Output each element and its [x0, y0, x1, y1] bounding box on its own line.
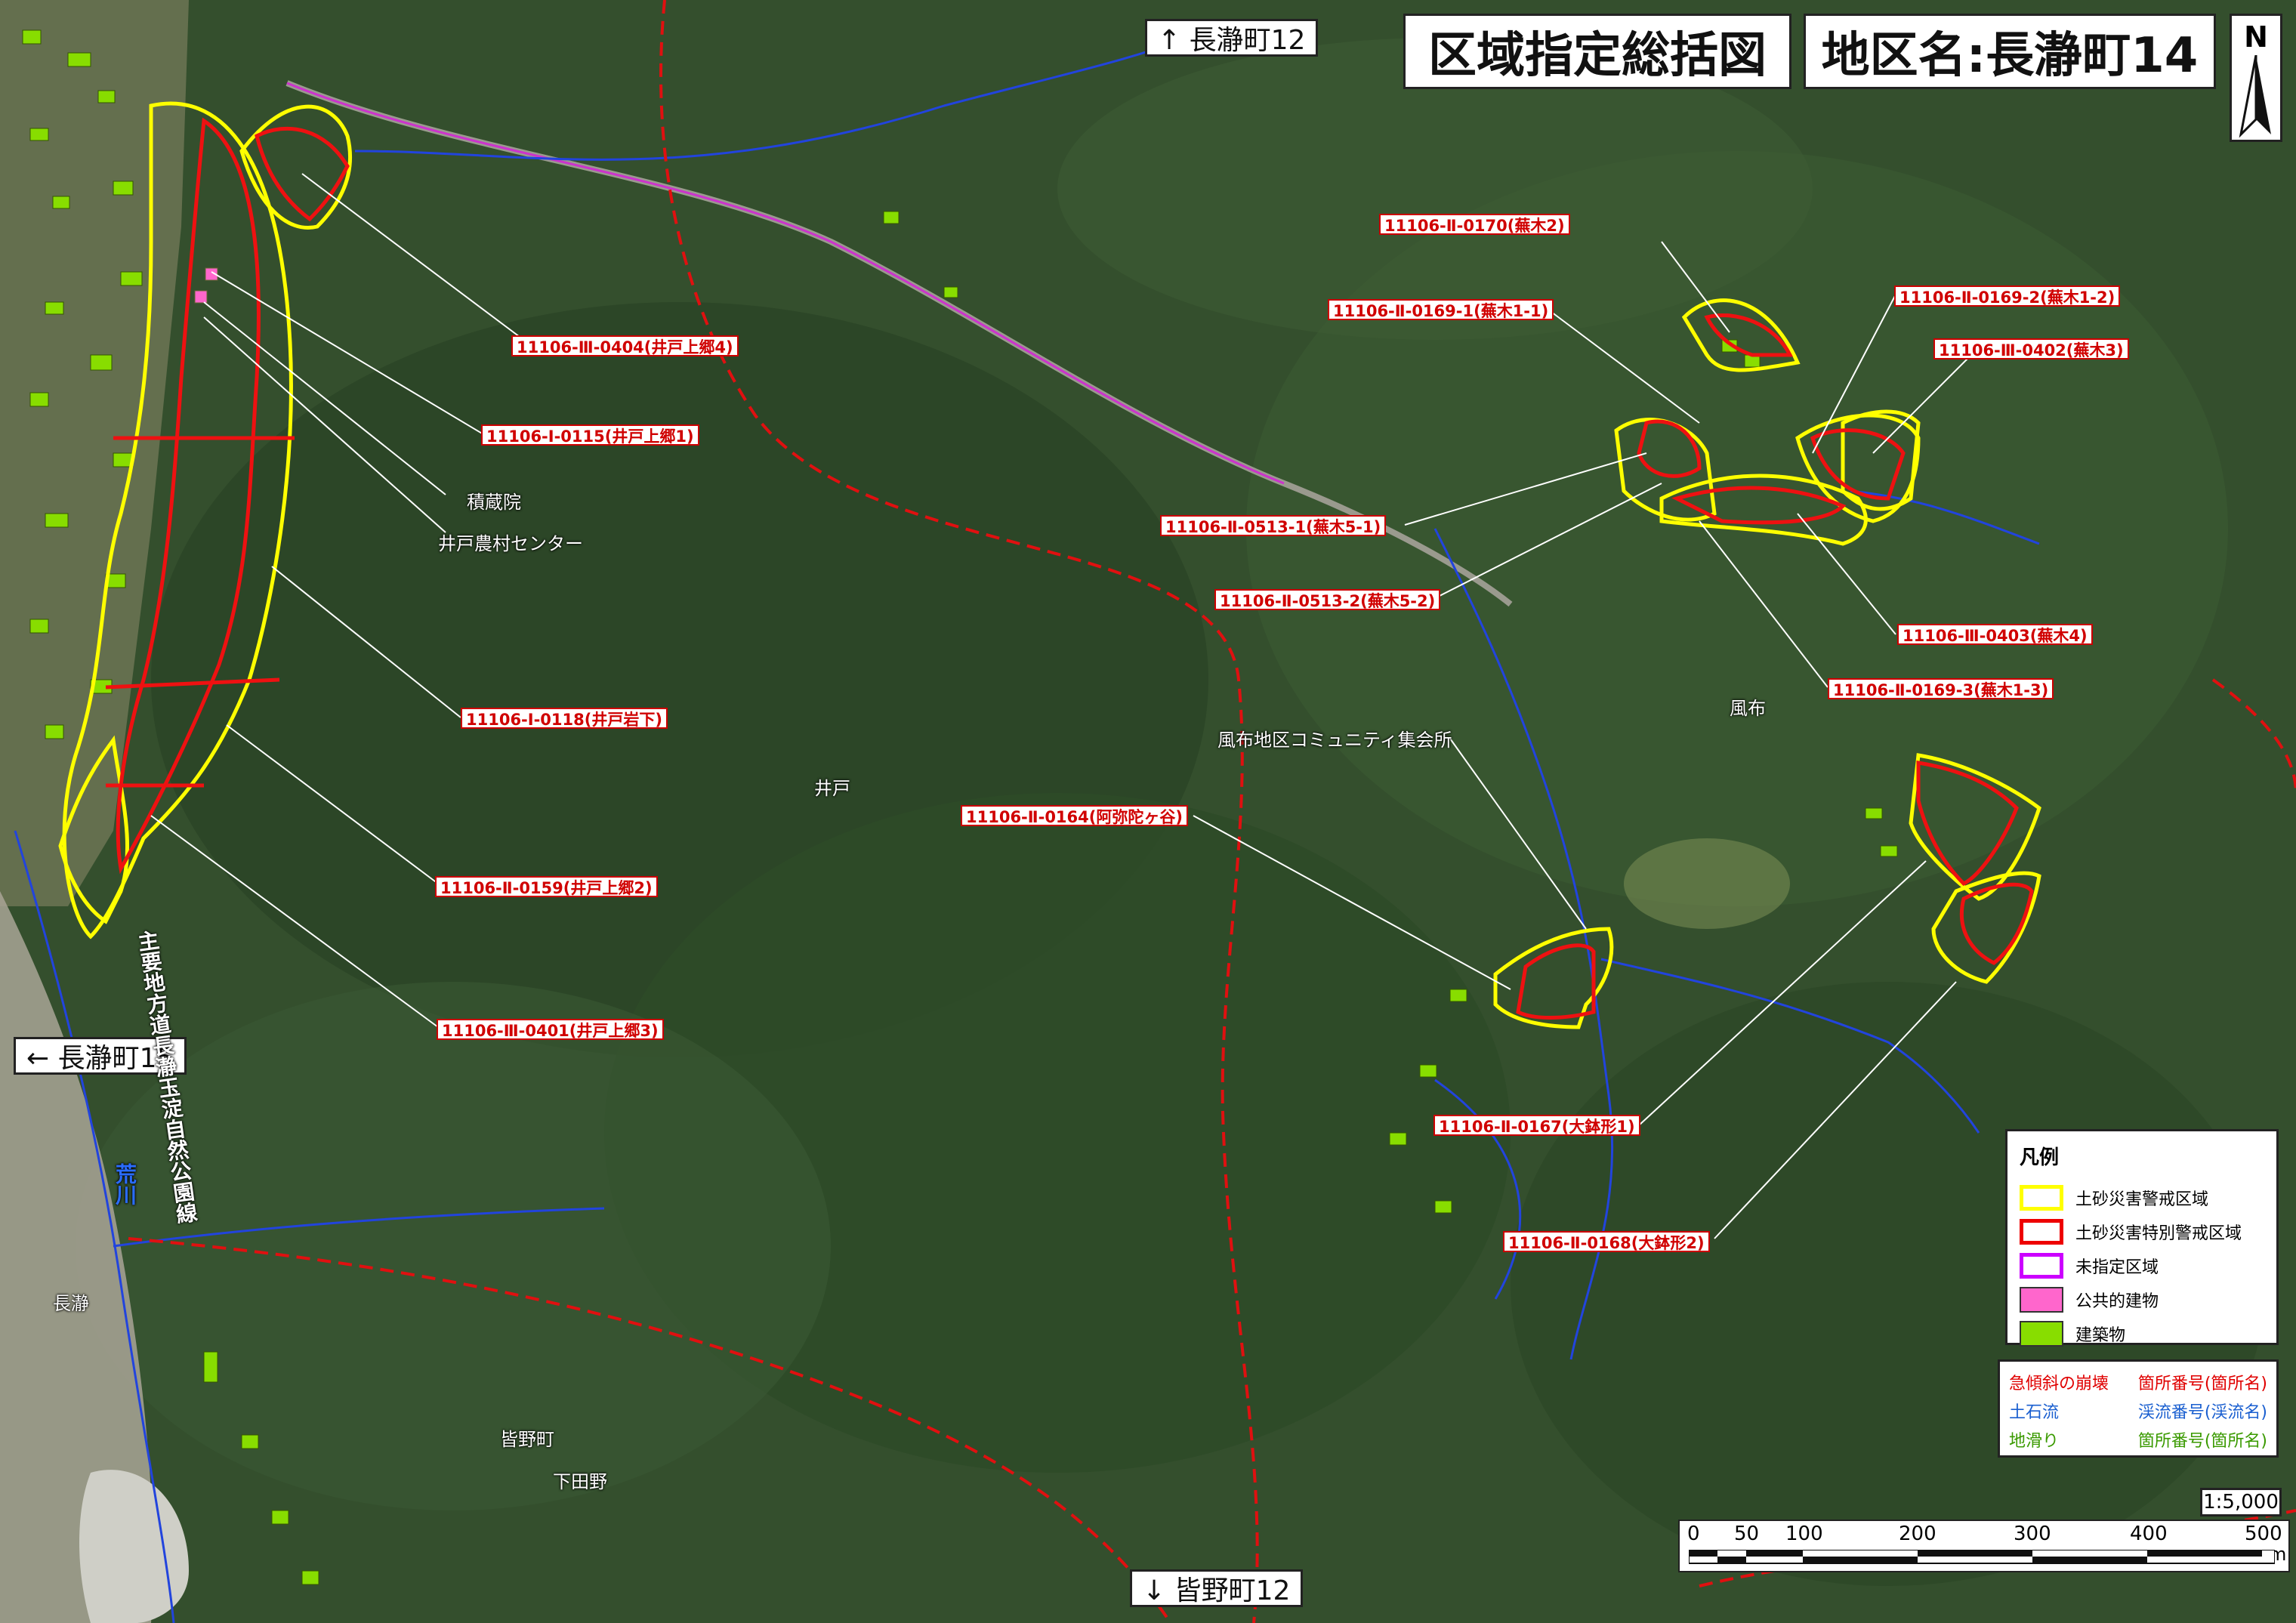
legend-item: 建築物 — [2020, 1316, 2264, 1350]
legend-swatch — [2020, 1218, 2063, 1245]
site-tag[interactable]: 11106-Ⅰ-0118(井戸岩下) — [461, 708, 668, 729]
scale-tick-label: 50 — [1734, 1523, 1760, 1545]
legend-item: 土砂災害警戒区域 — [2020, 1180, 2264, 1214]
site-tag[interactable]: 11106-Ⅱ-0164(阿弥陀ヶ谷) — [961, 805, 1188, 826]
legend-item: 未指定区域 — [2020, 1248, 2264, 1282]
scale-tick-label: 100 — [1785, 1523, 1823, 1545]
site-tag[interactable]: 11106-Ⅲ-0401(井戸上郷3) — [437, 1019, 664, 1040]
place-label: 下田野 — [553, 1471, 607, 1492]
note-type: 急傾斜の崩壊 — [2009, 1375, 2109, 1393]
legend-label: 土砂災害警戒区域 — [2075, 1189, 2209, 1209]
north-arrow-icon — [2239, 55, 2271, 138]
nav-up-sheet[interactable]: ↑ 長瀞町12 — [1145, 19, 1319, 57]
site-tag[interactable]: 11106-Ⅱ-0167(大鉢形1) — [1433, 1115, 1640, 1136]
legend-label: 未指定区域 — [2075, 1257, 2159, 1277]
site-tag[interactable]: 11106-Ⅱ-0169-3(蕪木1-3) — [1828, 678, 2054, 699]
north-arrow: N — [2230, 14, 2282, 142]
river-label: 荒川 — [113, 1163, 137, 1205]
site-tag[interactable]: 11106-Ⅱ-0513-1(蕪木5-1) — [1160, 515, 1387, 536]
place-label: 長瀞 — [53, 1293, 89, 1314]
legend: 凡例 土砂災害警戒区域 土砂災害特別警戒区域 未指定区域 公共的建物 建築物 — [2005, 1129, 2279, 1347]
legend-swatch — [2020, 1320, 2063, 1347]
place-label: 積蔵院 — [467, 492, 521, 513]
scale-ratio: 1:5,000 — [2200, 1488, 2282, 1517]
note-row: 地滑り 箇所番号(箇所名) — [2009, 1425, 2267, 1454]
scale-tick-label: 0 — [1687, 1523, 1700, 1545]
site-tag[interactable]: 11106-Ⅱ-0169-1(蕪木1-1) — [1328, 299, 1554, 320]
north-letter: N — [2244, 20, 2268, 54]
legend-heading: 凡例 — [2020, 1146, 2060, 1169]
note-row: 急傾斜の崩壊 箇所番号(箇所名) — [2009, 1368, 2267, 1396]
note-row: 土石流 渓流番号(渓流名) — [2009, 1396, 2267, 1425]
site-tag[interactable]: 11106-Ⅲ-0403(蕪木4) — [1897, 624, 2093, 645]
note-format: 渓流番号(渓流名) — [2137, 1403, 2267, 1422]
legend-item: 公共的建物 — [2020, 1282, 2264, 1316]
place-label: 風布 — [1730, 698, 1766, 719]
site-tag[interactable]: 11106-Ⅱ-0159(井戸上郷2) — [435, 876, 658, 897]
scale-tick-label: 500 — [2245, 1523, 2282, 1545]
legend-label: 土砂災害特別警戒区域 — [2075, 1223, 2242, 1243]
district-name: 地区名:長瀞町14 — [1804, 14, 2216, 89]
legend-swatch — [2020, 1252, 2063, 1279]
label-notes: 急傾斜の崩壊 箇所番号(箇所名) 土石流 渓流番号(渓流名) 地滑り 箇所番号(… — [1998, 1359, 2279, 1458]
note-format: 箇所番号(箇所名) — [2137, 1432, 2267, 1451]
site-tag[interactable]: 11106-Ⅲ-0404(井戸上郷4) — [511, 335, 739, 356]
site-tag[interactable]: 11106-Ⅲ-0402(蕪木3) — [1933, 338, 2129, 359]
map-title: 区域指定総括図 — [1403, 14, 1791, 89]
legend-swatch — [2020, 1184, 2063, 1211]
legend-label: 公共的建物 — [2075, 1291, 2159, 1311]
place-label: 風布地区コミュニティ集会所 — [1217, 730, 1452, 751]
nav-left-sheet[interactable]: ← 長瀞町15 — [14, 1037, 187, 1075]
site-tag[interactable]: 11106-Ⅱ-0169-2(蕪木1-2) — [1894, 285, 2121, 307]
note-format: 箇所番号(箇所名) — [2137, 1375, 2267, 1393]
place-label: 皆野町 — [500, 1429, 554, 1450]
scale-bar-graphic — [1689, 1550, 2275, 1564]
site-tag[interactable]: 11106-Ⅱ-0170(蕪木2) — [1379, 214, 1570, 235]
scale-tick-label: 400 — [2130, 1523, 2168, 1545]
site-tag[interactable]: 11106-Ⅱ-0513-2(蕪木5-2) — [1214, 589, 1441, 610]
legend-swatch — [2020, 1286, 2063, 1313]
note-type: 土石流 — [2009, 1403, 2060, 1422]
scale-tick-label: 200 — [1899, 1523, 1936, 1545]
site-tag[interactable]: 11106-Ⅰ-0115(井戸上郷1) — [481, 424, 699, 446]
site-tag[interactable]: 11106-Ⅱ-0168(大鉢形2) — [1503, 1231, 1710, 1252]
legend-label: 建築物 — [2075, 1325, 2126, 1345]
scale-tick-label: 300 — [2014, 1523, 2051, 1545]
note-type: 地滑り — [2009, 1432, 2060, 1451]
scale-bar: 0 50 100 200 300 400 500 m — [1678, 1520, 2290, 1572]
legend-item: 土砂災害特別警戒区域 — [2020, 1214, 2264, 1248]
nav-down-sheet[interactable]: ↓ 皆野町12 — [1130, 1569, 1304, 1607]
place-label: 井戸農村センター — [438, 533, 583, 554]
place-label: 井戸 — [814, 778, 850, 799]
